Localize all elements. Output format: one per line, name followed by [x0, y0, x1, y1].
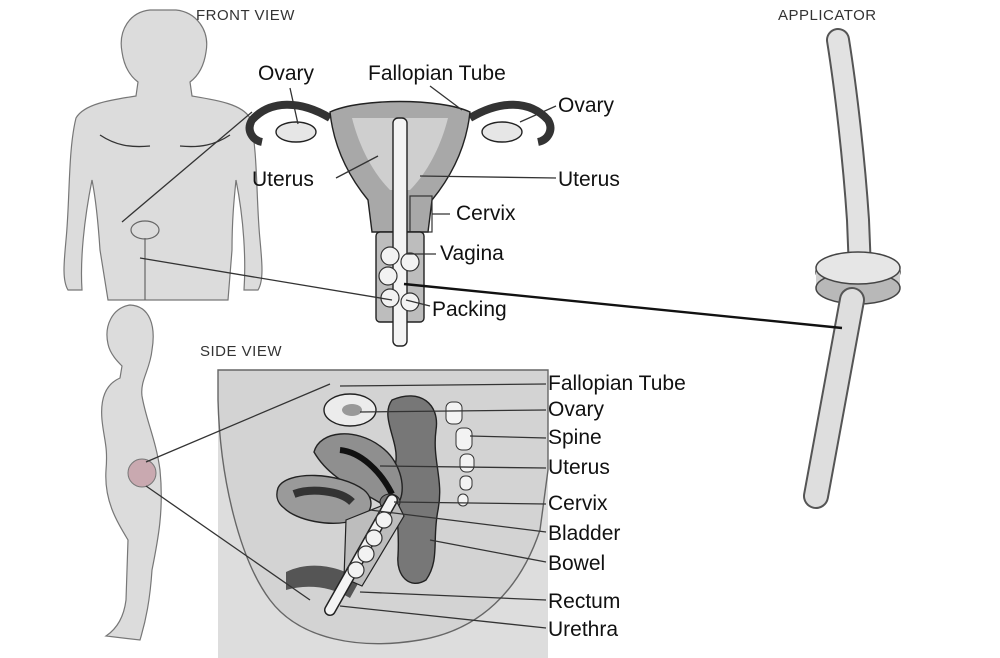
front-applicator-rod: [393, 118, 407, 346]
side-cross-section: [218, 370, 548, 658]
label-side-bladder: Bladder: [548, 522, 620, 545]
label-side-cervix: Cervix: [548, 492, 608, 515]
label-front-fallopian-tube: Fallopian Tube: [368, 62, 506, 85]
label-front-ovary-right: Ovary: [558, 94, 615, 117]
label-front-cervix: Cervix: [456, 202, 516, 225]
side-body-figure: [102, 305, 162, 640]
label-side-spine: Spine: [548, 426, 602, 449]
label-side-urethra: Urethra: [548, 618, 618, 641]
heading-front-view: FRONT VIEW: [196, 7, 295, 24]
front-ovary-left-shape: [276, 122, 316, 142]
label-side-fallopian-tube: Fallopian Tube: [548, 372, 686, 395]
label-front-vagina: Vagina: [440, 242, 504, 265]
label-side-ovary: Ovary: [548, 398, 605, 421]
label-front-uterus-right: Uterus: [558, 168, 620, 191]
front-body-figure: [64, 10, 262, 300]
label-front-uterus-left: Uterus: [252, 168, 314, 191]
applicator-illustration: [816, 40, 900, 496]
label-front-ovary-left: Ovary: [258, 62, 315, 85]
heading-applicator: APPLICATOR: [778, 7, 877, 24]
side-figure-pelvis-mini: [128, 459, 156, 487]
label-side-uterus: Uterus: [548, 456, 610, 479]
front-ovary-right-shape: [482, 122, 522, 142]
label-side-bowel: Bowel: [548, 552, 605, 575]
label-front-packing: Packing: [432, 298, 507, 321]
heading-side-view: SIDE VIEW: [200, 343, 282, 360]
label-side-rectum: Rectum: [548, 590, 620, 613]
